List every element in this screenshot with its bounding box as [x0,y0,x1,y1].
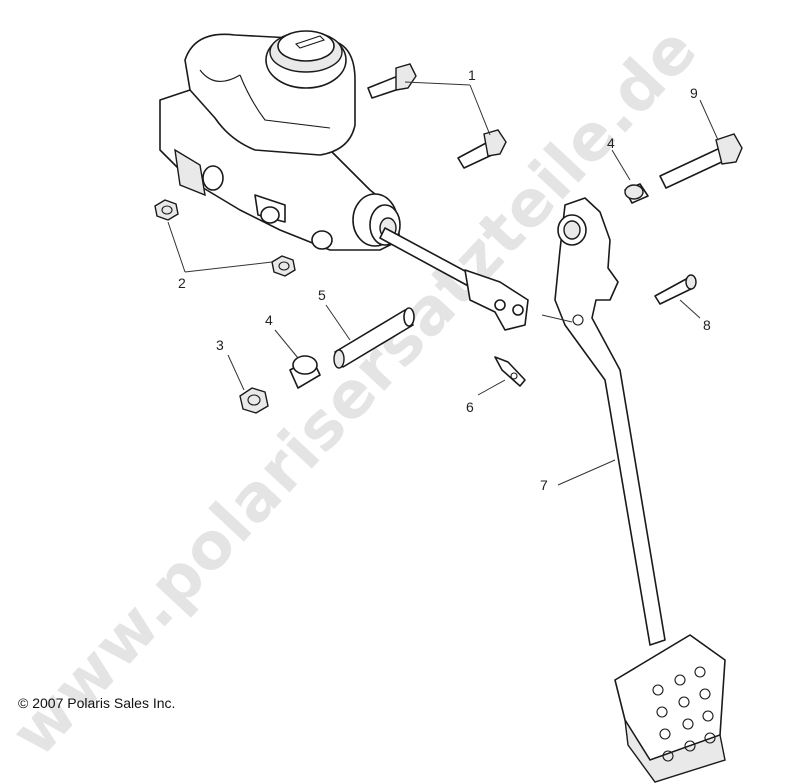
callout-3: 3 [216,337,224,353]
lock-nut [239,387,269,414]
bushing-right [624,183,649,204]
nut-lower [271,255,296,277]
callout-8: 8 [703,317,711,333]
sleeve [333,307,415,369]
retaining-clip [494,356,526,387]
clevis-pin [654,274,697,305]
pivot-bolt [659,133,743,189]
callout-6: 6 [466,399,474,415]
bolt-lower [457,129,507,169]
callout-7: 7 [540,477,548,493]
copyright-text: © 2007 Polaris Sales Inc. [18,695,176,711]
bushing-left [289,355,321,389]
callout-4-left: 4 [265,312,273,328]
callout-9: 9 [690,85,698,101]
pedal-pad-holes [652,666,716,762]
bolt-upper [367,63,417,99]
brake-pedal [554,197,726,783]
watermark-text: www.polarisersatzteile.de [0,12,712,770]
leader-lines [167,81,719,486]
callout-5: 5 [318,287,326,303]
master-cylinder [159,30,529,331]
callout-2: 2 [178,275,186,291]
nut-upper [154,199,179,221]
callout-1: 1 [468,67,476,83]
callout-4-right: 4 [607,135,615,151]
